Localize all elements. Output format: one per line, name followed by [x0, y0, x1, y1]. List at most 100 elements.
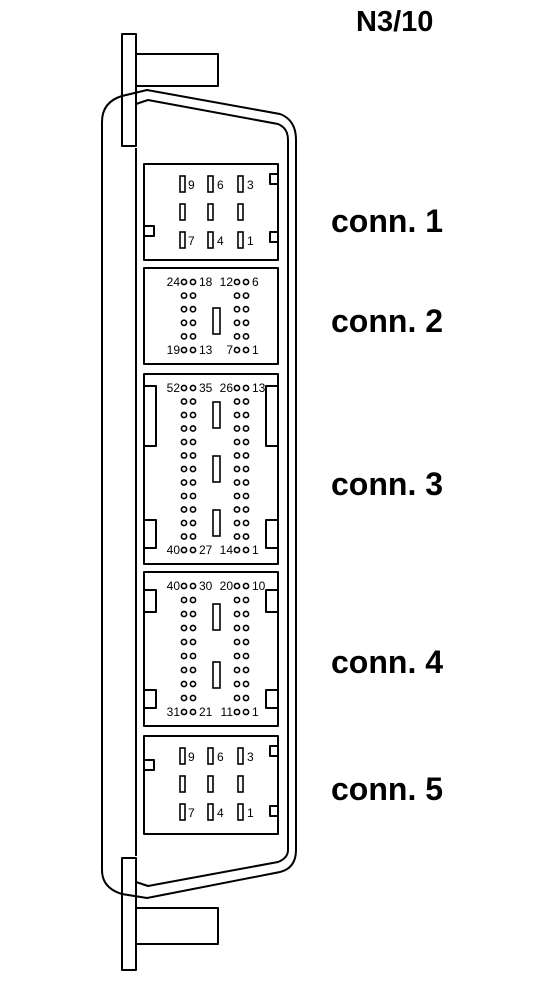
conn-3-pin-label: 40: [167, 543, 181, 557]
conn-3-key: [144, 519, 157, 549]
conn-4-pin: [180, 666, 188, 674]
conn-5-blade-pin: [179, 775, 186, 793]
conn-3-pin: [242, 546, 250, 554]
conn-2-frame: [143, 267, 279, 365]
conn-5-blade-pin: [207, 747, 214, 765]
conn-2-pin: [189, 292, 197, 299]
conn-4-frame: [143, 571, 279, 727]
conn-5-pin-label: 9: [188, 750, 195, 764]
conn-4-pin: [180, 652, 188, 660]
conn-3-coding-blade: [212, 401, 221, 429]
conn-1-pin-label: 1: [247, 234, 254, 248]
conn-4-coding-blade: [212, 603, 221, 631]
conn-3-pin: [233, 452, 241, 459]
conn-4-pin: [180, 624, 188, 632]
conn-2-pin: [189, 319, 197, 327]
conn-3-pin: [233, 398, 241, 405]
conn-3-pin: [233, 492, 241, 500]
conn-2-pin: [233, 332, 241, 340]
conn-2-pin: [180, 278, 188, 286]
conn-4-pin: [242, 582, 250, 590]
conn-3-pin: [180, 465, 188, 473]
conn-3-key: [265, 519, 278, 549]
conn-4-pin-label: 1: [252, 705, 259, 719]
conn-4-key: [265, 589, 278, 613]
conn-3-pin: [189, 533, 197, 540]
conn-5-blade-pin: [237, 747, 244, 765]
conn-2-pin-label: 1: [252, 343, 259, 357]
conn-4-pin: [180, 582, 188, 590]
housing-inner-outline: [135, 99, 289, 887]
conn-1-pin-label: 3: [247, 178, 254, 192]
conn-5-pin-label: 7: [188, 806, 195, 820]
conn-2-pin: [233, 319, 241, 327]
conn-3-pin: [233, 519, 241, 527]
conn-2-pin: [242, 305, 250, 313]
conn-5-blade-pin: [207, 775, 214, 793]
conn-3-pin: [189, 384, 197, 392]
conn-1-blade-pin: [207, 203, 214, 221]
conn-2-pin: [189, 278, 197, 286]
conn-1-blade-pin: [237, 203, 244, 221]
conn-5-pin-label: 4: [217, 806, 224, 820]
conn-3-coding-blade: [212, 509, 221, 537]
conn-5-blade-pin: [179, 747, 186, 765]
conn-3-pin: [189, 519, 197, 527]
conn-4-pin: [242, 638, 250, 646]
conn-1-key: [144, 225, 155, 237]
conn-1-pin-label: 9: [188, 178, 195, 192]
conn-5-blade-pin: [207, 803, 214, 821]
conn-4-pin-label: 20: [220, 579, 234, 593]
conn-2-pin: [233, 346, 241, 354]
conn-3-pin: [242, 519, 250, 527]
conn-2-pin: [242, 346, 250, 354]
conn-2-pin-label: 12: [220, 275, 234, 289]
conn-3-pin-label: 27: [199, 543, 213, 557]
conn-3-pin: [189, 506, 197, 513]
conn-3-pin: [242, 492, 250, 500]
conn-2-pin-label: 18: [199, 275, 213, 289]
conn-3-pin: [189, 492, 197, 500]
conn-2-pin: [180, 305, 188, 313]
conn-4-pin: [189, 680, 197, 688]
conn-5-key: [144, 759, 155, 771]
conn-3-pin: [180, 492, 188, 500]
conn-4-pin: [189, 638, 197, 646]
housing-outer-outline: [101, 89, 297, 899]
conn-3-pin: [180, 398, 188, 405]
conn-2-pin: [242, 332, 250, 340]
conn-3-pin: [233, 438, 241, 446]
conn-2-pin: [189, 305, 197, 313]
conn-3-pin-label: 13: [252, 381, 266, 395]
conn-3-pin-label: 14: [220, 543, 234, 557]
conn-1-blade-pin: [179, 203, 186, 221]
conn-1-frame: [143, 163, 279, 261]
conn-1-pin-label: 7: [188, 234, 195, 248]
conn-3-pin: [180, 506, 188, 513]
conn-3-label: conn. 3: [331, 466, 444, 502]
conn-5-pin-label: 3: [247, 750, 254, 764]
conn-3-pin: [189, 452, 197, 459]
conn-2-pin-label: 13: [199, 343, 213, 357]
conn-4-pin: [233, 708, 241, 716]
conn-2-pin-label: 7: [226, 343, 233, 357]
conn-3-pin: [180, 546, 188, 554]
conn-2-pin: [233, 278, 241, 286]
conn-2-pin: [242, 319, 250, 327]
conn-5-blade-pin: [179, 803, 186, 821]
conn-4-pin: [189, 596, 197, 604]
top-mounting-bracket: [121, 33, 137, 147]
conn-4-pin-label: 30: [199, 579, 213, 593]
conn-4-pin: [233, 610, 241, 618]
conn-1-label: conn. 1: [331, 203, 444, 239]
conn-4-pin: [233, 680, 241, 688]
conn-2-pin: [180, 346, 188, 354]
conn-2-pin: [242, 278, 250, 286]
conn-3-pin: [180, 438, 188, 446]
conn-3-pin: [180, 452, 188, 459]
conn-3-pin: [189, 465, 197, 473]
conn-3-pin: [242, 384, 250, 392]
conn-1-blade-pin: [179, 175, 186, 193]
conn-1-blade-pin: [207, 231, 214, 249]
conn-2-pin: [233, 305, 241, 313]
